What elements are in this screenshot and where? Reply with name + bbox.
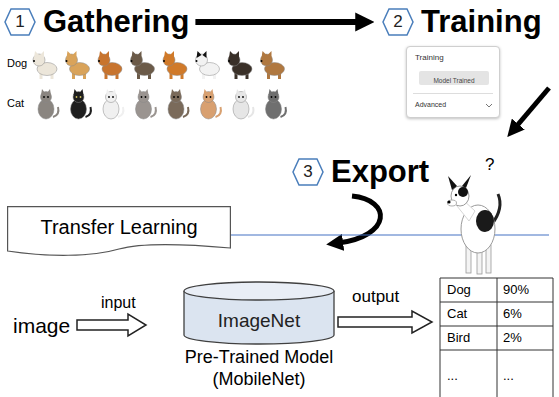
chevron-icon bbox=[485, 103, 493, 109]
table-cell: 90% bbox=[503, 282, 529, 298]
step-number: 2 bbox=[382, 8, 414, 36]
output-arrow bbox=[338, 311, 432, 333]
question-mark: ? bbox=[485, 155, 494, 175]
table-cell: Cat bbox=[447, 306, 467, 322]
step-heading: 3Export bbox=[292, 154, 429, 190]
number-badge: 2 bbox=[382, 8, 414, 36]
table-cell: ... bbox=[503, 368, 514, 384]
table-cell: 2% bbox=[503, 330, 522, 346]
cat-photo bbox=[259, 88, 289, 120]
table-cell: 6% bbox=[503, 306, 522, 322]
flow-arrow bbox=[515, 88, 549, 128]
cat-photo bbox=[31, 88, 61, 120]
dog-photo bbox=[259, 48, 289, 80]
table-cell: Dog bbox=[447, 282, 471, 298]
dog-photo bbox=[194, 48, 224, 80]
step-title: Gathering bbox=[43, 4, 189, 40]
dog-photo bbox=[161, 48, 191, 80]
dog-photo bbox=[96, 48, 126, 80]
step-heading: 2Training bbox=[382, 4, 542, 40]
step-title: Export bbox=[331, 154, 429, 190]
step-heading: 1Gathering bbox=[4, 4, 189, 40]
class-label: Cat bbox=[7, 97, 24, 110]
box-text: Transfer Learning bbox=[40, 215, 197, 239]
transfer-learning-box: Transfer Learning bbox=[7, 206, 231, 256]
training-panel: TrainingAdvanced Model Trained bbox=[406, 46, 500, 118]
table-cell: Bird bbox=[447, 330, 470, 346]
dog-photo bbox=[129, 48, 159, 80]
class-label: Dog bbox=[7, 57, 27, 70]
flow-arrow bbox=[195, 19, 361, 25]
dog-illustration bbox=[447, 175, 500, 274]
cylinder-text: ImageNet bbox=[218, 310, 300, 332]
button-text: Model Trained bbox=[433, 74, 474, 88]
divider-line bbox=[231, 234, 549, 235]
cat-photo bbox=[129, 88, 159, 120]
input-arrow bbox=[77, 314, 146, 336]
cat-photo bbox=[161, 88, 191, 120]
step-number: 1 bbox=[4, 8, 36, 36]
cat-photo bbox=[194, 88, 224, 120]
cat-photo bbox=[64, 88, 94, 120]
input-label: image bbox=[13, 313, 70, 338]
step-title: Training bbox=[421, 4, 542, 40]
model-caption: Pre-Trained Model (MobileNet) bbox=[169, 346, 349, 390]
number-badge: 1 bbox=[4, 8, 36, 36]
dog-photo bbox=[31, 48, 61, 80]
model-cylinder: ImageNet bbox=[183, 281, 335, 345]
dog-photo bbox=[64, 48, 94, 80]
number-badge: 3 bbox=[292, 158, 324, 186]
panel-divider bbox=[413, 93, 493, 94]
flow-label: output bbox=[352, 287, 399, 307]
result-table-grid bbox=[440, 278, 553, 397]
step-number: 3 bbox=[292, 158, 324, 186]
dog-photo bbox=[226, 48, 256, 80]
table-cell: ... bbox=[447, 368, 458, 384]
sample-photos bbox=[31, 48, 289, 120]
flow-label: input bbox=[101, 293, 136, 312]
curved-arrow bbox=[338, 196, 380, 243]
cat-photo bbox=[226, 88, 256, 120]
model-button: Model Trained bbox=[419, 71, 489, 85]
panel-option: Advanced bbox=[415, 101, 446, 108]
panel-title: Training bbox=[415, 53, 444, 62]
cat-photo bbox=[96, 88, 126, 120]
